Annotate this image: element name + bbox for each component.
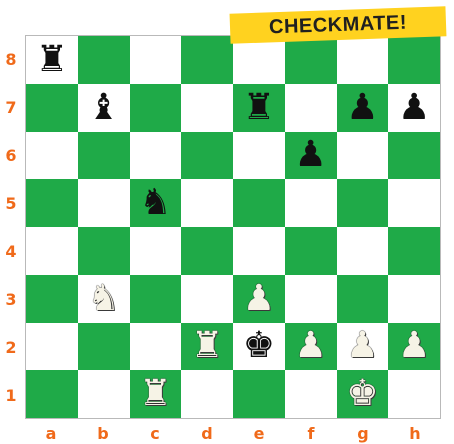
square-f3[interactable] (285, 275, 337, 323)
square-a8[interactable]: ♜ (26, 36, 78, 84)
square-f7[interactable] (285, 84, 337, 132)
white-pawn-icon[interactable]: ♟ (243, 281, 275, 317)
square-g7[interactable]: ♟ (337, 84, 389, 132)
square-a5[interactable] (26, 179, 78, 227)
rank-label: 2 (0, 323, 22, 371)
white-knight-icon[interactable]: ♞ (87, 281, 119, 317)
square-b4[interactable] (78, 227, 130, 275)
rank-label: 1 (0, 371, 22, 419)
square-g2[interactable]: ♟ (337, 323, 389, 371)
black-bishop-icon[interactable]: ♝ (87, 90, 119, 126)
square-e1[interactable] (233, 370, 285, 418)
file-label: e (233, 422, 285, 444)
white-pawn-icon[interactable]: ♟ (398, 328, 430, 364)
square-g6[interactable] (337, 132, 389, 180)
file-label: a (25, 422, 77, 444)
square-e3[interactable]: ♟ (233, 275, 285, 323)
square-d7[interactable] (181, 84, 233, 132)
square-b2[interactable] (78, 323, 130, 371)
square-b7[interactable]: ♝ (78, 84, 130, 132)
square-g3[interactable] (337, 275, 389, 323)
file-label: g (337, 422, 389, 444)
black-pawn-icon[interactable]: ♟ (398, 90, 430, 126)
black-pawn-icon[interactable]: ♟ (346, 90, 378, 126)
square-h3[interactable] (388, 275, 440, 323)
white-rook-icon[interactable]: ♜ (191, 328, 223, 364)
file-label: d (181, 422, 233, 444)
file-label: f (285, 422, 337, 444)
square-d4[interactable] (181, 227, 233, 275)
square-a2[interactable] (26, 323, 78, 371)
square-b6[interactable] (78, 132, 130, 180)
square-g8[interactable] (337, 36, 389, 84)
black-king-icon[interactable]: ♚ (243, 328, 275, 364)
rank-label: 4 (0, 227, 22, 275)
square-b3[interactable]: ♞ (78, 275, 130, 323)
chess-board[interactable]: ♜ ♝ ♜ ♟ ♟ ♟ ♞ ♞ ♟ ♜ ♚ ♟ ♟ ♟ ♜ ♚ (25, 35, 441, 419)
rank-label: 6 (0, 131, 22, 179)
black-rook-icon[interactable]: ♜ (243, 90, 275, 126)
square-b8[interactable] (78, 36, 130, 84)
rank-label: 3 (0, 275, 22, 323)
square-f6[interactable]: ♟ (285, 132, 337, 180)
square-a7[interactable] (26, 84, 78, 132)
square-h2[interactable]: ♟ (388, 323, 440, 371)
square-h6[interactable] (388, 132, 440, 180)
square-h4[interactable] (388, 227, 440, 275)
white-king-icon[interactable]: ♚ (346, 376, 378, 412)
square-c4[interactable] (130, 227, 182, 275)
file-label: b (77, 422, 129, 444)
black-knight-icon[interactable]: ♞ (139, 185, 171, 221)
square-a3[interactable] (26, 275, 78, 323)
square-f1[interactable] (285, 370, 337, 418)
square-h1[interactable] (388, 370, 440, 418)
rank-label: 7 (0, 83, 22, 131)
square-h7[interactable]: ♟ (388, 84, 440, 132)
square-b5[interactable] (78, 179, 130, 227)
white-pawn-icon[interactable]: ♟ (294, 328, 326, 364)
square-g4[interactable] (337, 227, 389, 275)
square-e6[interactable] (233, 132, 285, 180)
square-g1[interactable]: ♚ (337, 370, 389, 418)
square-c7[interactable] (130, 84, 182, 132)
square-e4[interactable] (233, 227, 285, 275)
square-f5[interactable] (285, 179, 337, 227)
square-c3[interactable] (130, 275, 182, 323)
square-c2[interactable] (130, 323, 182, 371)
square-h5[interactable] (388, 179, 440, 227)
square-c8[interactable] (130, 36, 182, 84)
square-d2[interactable]: ♜ (181, 323, 233, 371)
black-pawn-icon[interactable]: ♟ (294, 137, 326, 173)
square-d3[interactable] (181, 275, 233, 323)
black-rook-icon[interactable]: ♜ (36, 42, 68, 78)
square-f8[interactable] (285, 36, 337, 84)
rank-label: 5 (0, 179, 22, 227)
white-rook-icon[interactable]: ♜ (139, 376, 171, 412)
square-c5[interactable]: ♞ (130, 179, 182, 227)
square-b1[interactable] (78, 370, 130, 418)
white-pawn-icon[interactable]: ♟ (346, 328, 378, 364)
file-label: c (129, 422, 181, 444)
rank-label: 8 (0, 35, 22, 83)
square-h8[interactable] (388, 36, 440, 84)
square-a4[interactable] (26, 227, 78, 275)
square-f4[interactable] (285, 227, 337, 275)
square-a1[interactable] (26, 370, 78, 418)
square-d6[interactable] (181, 132, 233, 180)
square-d1[interactable] (181, 370, 233, 418)
square-f2[interactable]: ♟ (285, 323, 337, 371)
square-d5[interactable] (181, 179, 233, 227)
file-label: h (389, 422, 441, 444)
square-d8[interactable] (181, 36, 233, 84)
square-e7[interactable]: ♜ (233, 84, 285, 132)
square-e2[interactable]: ♚ (233, 323, 285, 371)
square-e5[interactable] (233, 179, 285, 227)
square-c6[interactable] (130, 132, 182, 180)
square-c1[interactable]: ♜ (130, 370, 182, 418)
square-g5[interactable] (337, 179, 389, 227)
square-a6[interactable] (26, 132, 78, 180)
